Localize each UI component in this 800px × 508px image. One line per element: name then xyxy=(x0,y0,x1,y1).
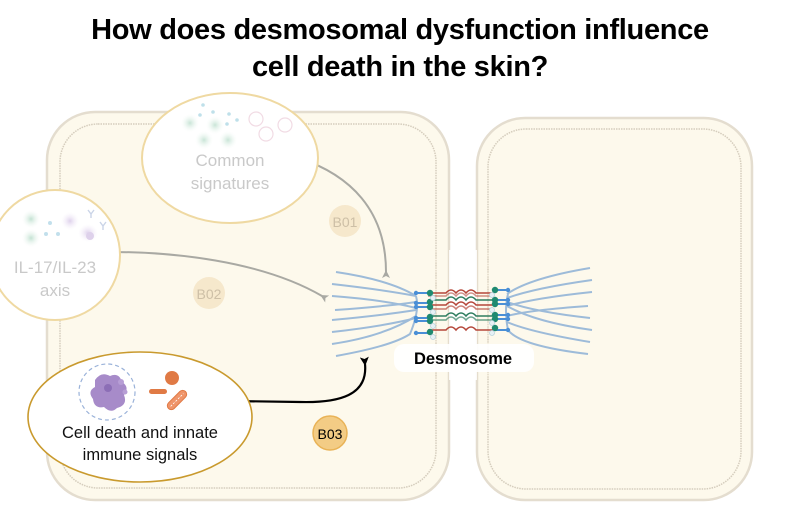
right-keratin-filaments xyxy=(505,267,593,355)
node-il17-il23-axis[interactable]: IL-17/IL-23 axis xyxy=(0,189,121,321)
desmosome-label: Desmosome xyxy=(394,344,534,372)
cell-death-label-2: immune signals xyxy=(83,446,198,464)
cell-death-label-1: Cell death and innate xyxy=(62,424,218,442)
right-plaque-proteins xyxy=(489,286,511,336)
page-title-line-2: cell death in the skin? xyxy=(251,51,549,83)
il17-label-1: IL-17/IL-23 xyxy=(14,258,96,277)
page-title-line-1: How does desmosomal dysfunction influenc… xyxy=(91,14,709,46)
right-cell xyxy=(475,116,754,502)
badge-b02-label: B02 xyxy=(197,286,222,302)
dying-cell-and-bacteria-icon xyxy=(78,363,188,421)
left-plaque-proteins xyxy=(413,289,436,340)
arrow-desmosome-il17-axis xyxy=(109,248,330,303)
common-signatures-label-2: signatures xyxy=(191,174,269,193)
il17-label-2: axis xyxy=(40,281,70,300)
desmosome-label-text: Desmosome xyxy=(414,350,512,368)
badge-b02[interactable]: B02 xyxy=(193,277,225,309)
cells-and-vesicles-icon xyxy=(181,103,293,149)
desmosome-junction-icon xyxy=(331,250,593,380)
page-title: How does desmosomal dysfunction influenc… xyxy=(0,12,800,86)
badge-b03-label: B03 xyxy=(318,426,343,442)
node-cell-death-innate-immune[interactable]: Cell death and innate immune signals xyxy=(27,351,253,483)
badge-b01[interactable]: B01 xyxy=(329,205,361,237)
badge-b01-label: B01 xyxy=(333,214,358,230)
arrow-desmosome-cell-death xyxy=(229,356,369,406)
immune-cells-antibodies-icon xyxy=(22,209,107,247)
node-common-signatures[interactable]: Common signatures xyxy=(141,92,319,224)
cadherin-strands xyxy=(428,289,494,332)
common-signatures-label-1: Common xyxy=(196,151,265,170)
badge-b03[interactable]: B03 xyxy=(312,415,348,451)
left-keratin-filaments xyxy=(331,271,419,357)
